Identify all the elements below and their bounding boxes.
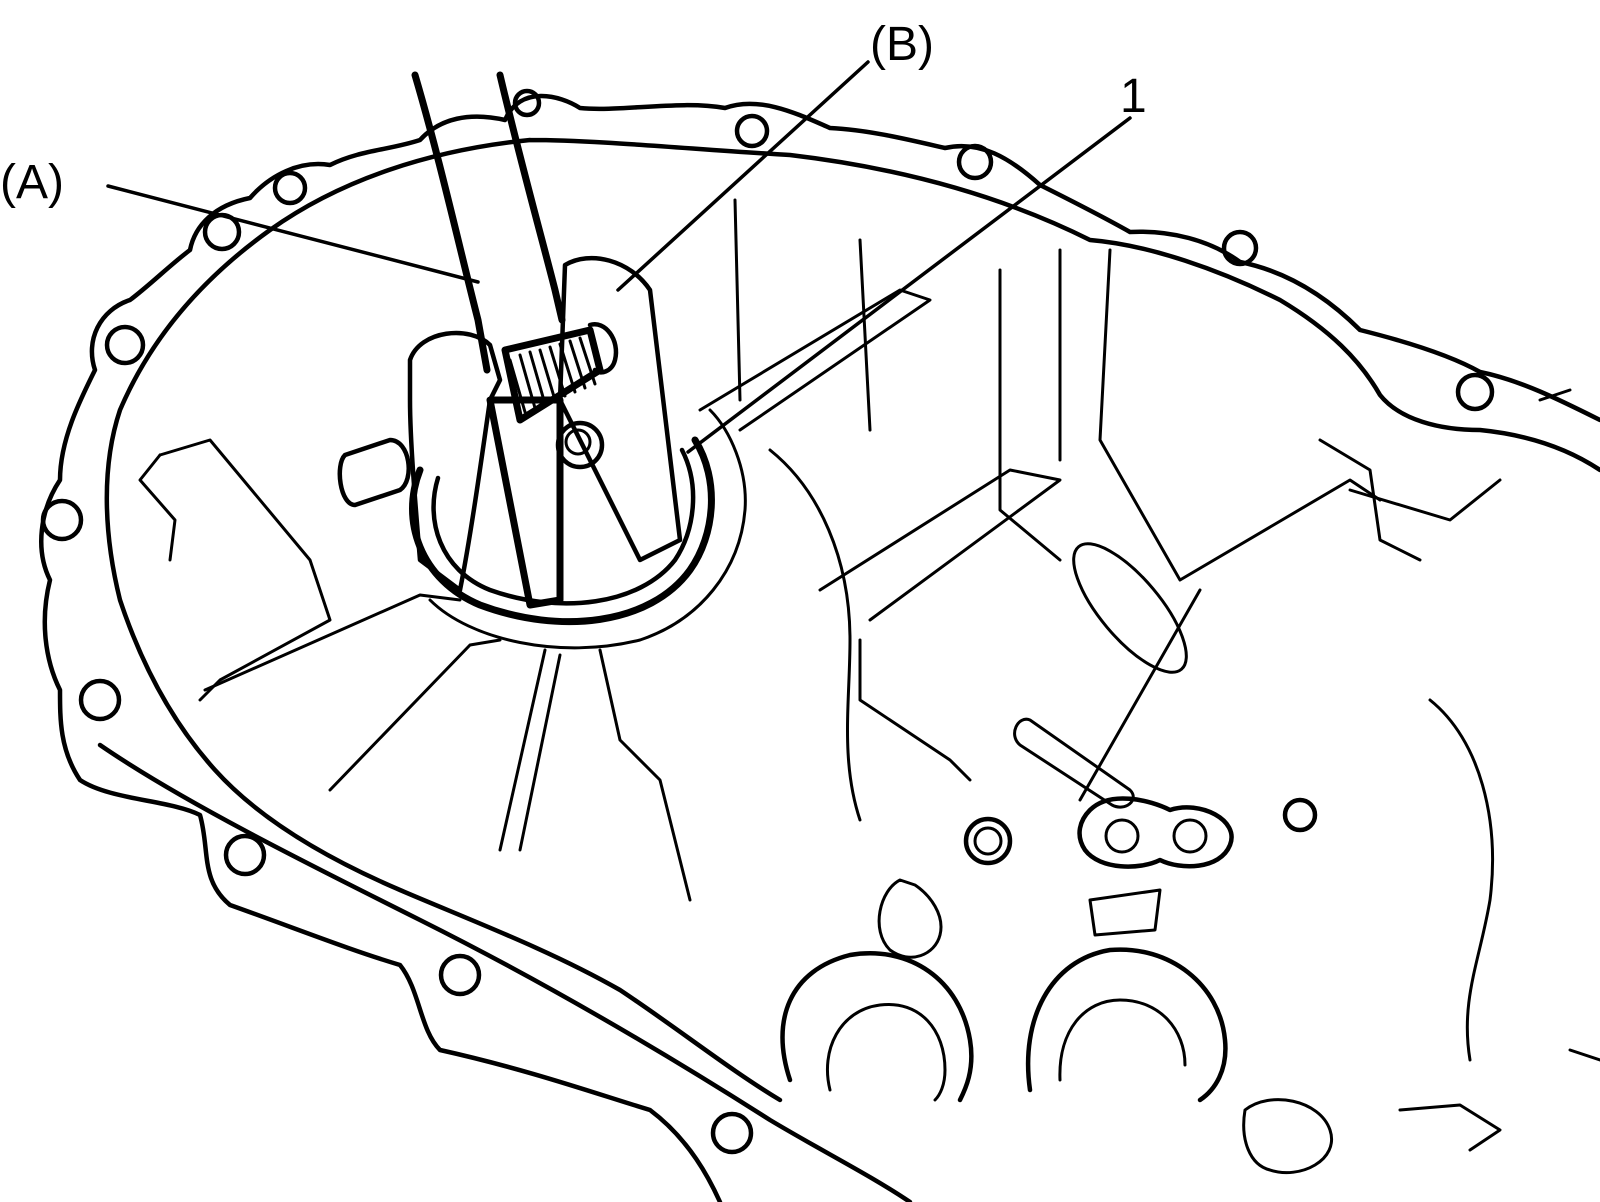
- bolt-hole: [223, 833, 267, 877]
- rib: [1538, 388, 1600, 1062]
- leader-lines: [106, 60, 1132, 454]
- bolt-hole: [1455, 372, 1495, 412]
- large-bore-right: [1025, 947, 1228, 1103]
- flange-lower-edge: [97, 742, 913, 1202]
- rib: [1078, 478, 1502, 802]
- callout-1-label: 1: [1120, 70, 1147, 123]
- lug: [1242, 1098, 1334, 1175]
- rib: [998, 248, 1062, 562]
- rib: [818, 468, 1062, 622]
- lug: [1088, 888, 1162, 937]
- rib: [858, 638, 972, 782]
- callout-b-label: (B): [870, 18, 934, 71]
- tool-body: [407, 330, 503, 593]
- tool-center-plate: [486, 396, 564, 609]
- bolt-hole: [78, 678, 122, 722]
- callout-a-label: (A): [0, 156, 64, 209]
- case-bores: [780, 796, 1502, 1175]
- lug: [1398, 1103, 1502, 1152]
- tool-arm: [557, 255, 683, 563]
- thread-lines: [508, 336, 597, 414]
- remover-tool: [337, 255, 683, 609]
- bolt-hole: [104, 324, 146, 366]
- case-oval-opening: [1072, 542, 1188, 674]
- bolt-hole: [1282, 797, 1318, 833]
- bolt-hole: [272, 170, 308, 206]
- bolt-hole: [40, 498, 84, 542]
- leader-line-b: [616, 60, 870, 292]
- callouts: (A) (B) 1: [0, 18, 1147, 209]
- tool-pivot-inner: [564, 428, 592, 456]
- tool-pin: [337, 437, 411, 508]
- screw-tip: [587, 322, 619, 375]
- rib: [203, 593, 462, 692]
- rib: [1098, 248, 1382, 582]
- bore-small: [963, 816, 1013, 866]
- bolt-hole: [438, 953, 482, 997]
- bolt-hole: [512, 88, 542, 118]
- rib: [1318, 438, 1422, 562]
- rib: [698, 288, 932, 432]
- rib: [733, 198, 872, 432]
- bolt-hole: [956, 143, 994, 181]
- bearing-inner-race: [431, 447, 696, 606]
- tool-handle: [411, 71, 566, 374]
- large-bore-left-inner: [825, 1002, 947, 1102]
- bolt-hole: [710, 1111, 754, 1155]
- bore-small: [1104, 818, 1140, 854]
- slot: [1013, 717, 1135, 809]
- rib: [158, 438, 332, 702]
- leader-line-a: [106, 184, 480, 284]
- bore-collar: [428, 408, 747, 650]
- leader-line-1: [686, 116, 1132, 454]
- flange-inner-edge: [104, 137, 1600, 1103]
- rib: [768, 448, 862, 822]
- handle-left-edge: [411, 71, 491, 374]
- rib: [598, 648, 692, 902]
- tool-pivot: [555, 420, 605, 470]
- rib: [498, 648, 562, 852]
- bore-small-inner: [973, 826, 1003, 856]
- lug: [877, 878, 943, 959]
- bolt-hole: [1221, 229, 1259, 267]
- bolt-hole: [734, 113, 770, 149]
- rib: [138, 453, 177, 562]
- case-ribs: [138, 198, 1600, 1062]
- rib: [328, 638, 502, 792]
- large-bore-right-inner: [1058, 998, 1187, 1082]
- handle-right-edge: [496, 71, 566, 324]
- large-bore-left: [780, 951, 974, 1103]
- case-flange: [39, 88, 1600, 1202]
- rib: [1428, 698, 1494, 1062]
- bore-small: [1172, 818, 1208, 854]
- screw-thread: [501, 326, 604, 424]
- twin-boss: [1077, 796, 1234, 869]
